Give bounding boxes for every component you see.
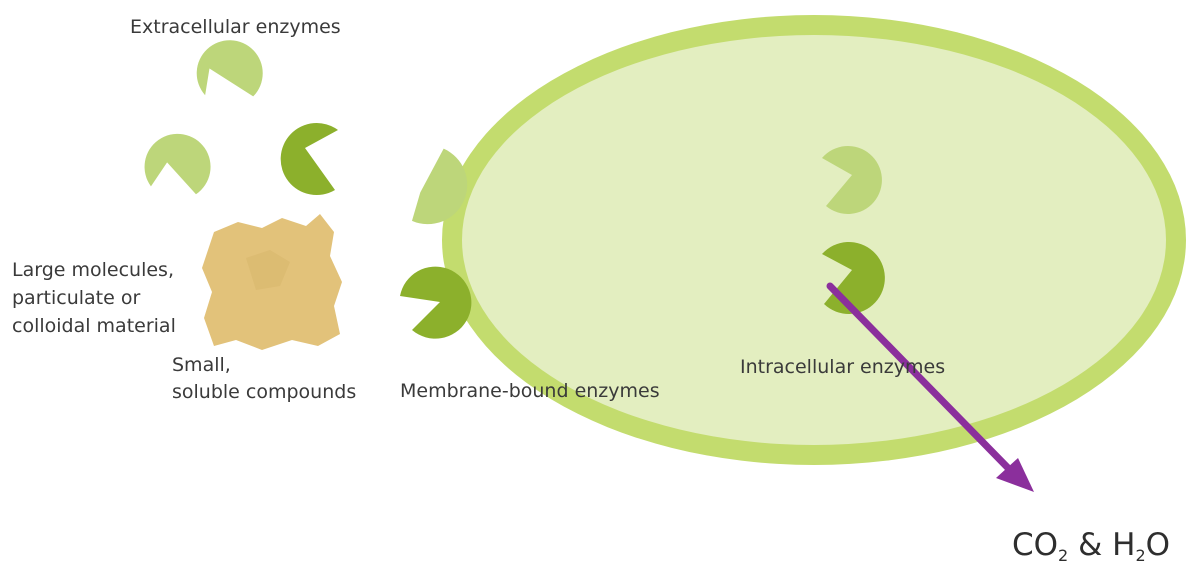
particulate-material	[202, 214, 342, 350]
extracellular-enzyme	[137, 125, 220, 204]
h2o-subscript: 2	[1135, 546, 1145, 565]
co2-text: CO	[1012, 527, 1058, 563]
extracellular-enzyme	[195, 37, 266, 100]
h2o-text-o: O	[1146, 527, 1170, 563]
extracellular-enzymes	[137, 37, 338, 203]
small-compounds-line: soluble compounds	[172, 379, 356, 406]
membrane-enzyme	[400, 267, 471, 339]
products-label: CO2 & H2O	[1012, 527, 1170, 565]
ampersand: &	[1078, 527, 1102, 563]
large-molecules-line: Large molecules,	[12, 256, 176, 284]
large-molecules-label: Large molecules, particulate or colloida…	[12, 256, 176, 340]
intracellular-enzymes-label: Intracellular enzymes	[740, 356, 945, 378]
membrane-bound-enzymes-label: Membrane-bound enzymes	[400, 380, 660, 402]
small-compounds-line: Small,	[172, 352, 356, 379]
large-molecules-line: particulate or	[12, 284, 176, 312]
extracellular-enzymes-label: Extracellular enzymes	[130, 16, 341, 38]
large-molecules-line: colloidal material	[12, 312, 176, 340]
co2-subscript: 2	[1058, 546, 1068, 565]
extracellular-enzyme	[281, 123, 338, 195]
h2o-text-h: H	[1112, 527, 1135, 563]
small-compounds-label: Small, soluble compounds	[172, 352, 356, 406]
